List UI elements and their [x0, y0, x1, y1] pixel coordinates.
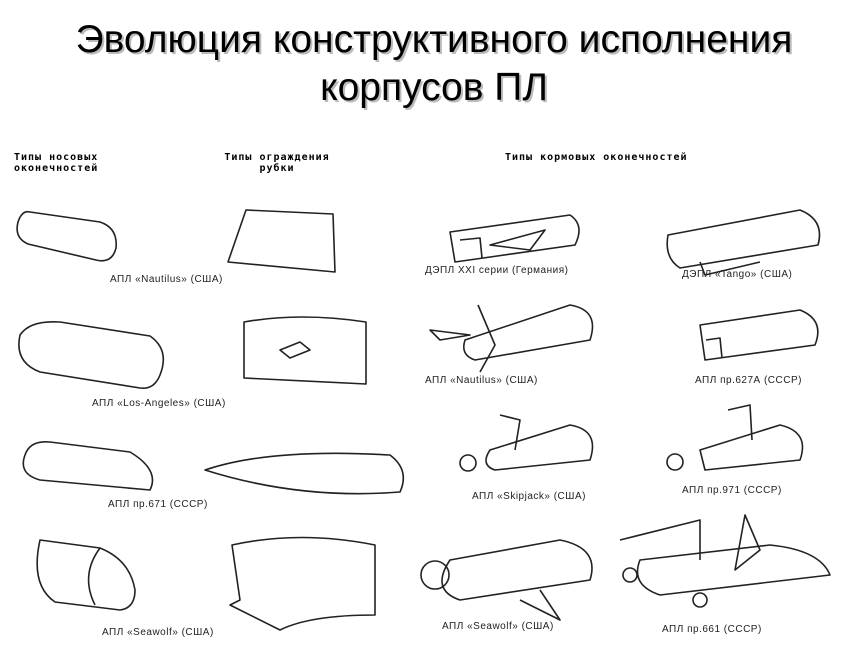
caption-661: АПЛ пр.661 (СССР) — [662, 624, 762, 635]
stern-661-drawing — [636, 544, 831, 596]
caption-nautilus-bow: АПЛ «Nautilus» (США) — [110, 274, 223, 285]
stern-tango-drawing — [666, 209, 821, 269]
stern-xxi-drawing — [449, 214, 580, 263]
header-stern-types: Типы кормовых оконечностей — [505, 152, 688, 163]
caption-los-angeles: АПЛ «Los-Angeles» (США) — [92, 398, 226, 409]
sail-seawolf-drawing — [229, 536, 376, 631]
bow-nautilus-drawing — [16, 210, 117, 262]
caption-skipjack: АПЛ «Skipjack» (США) — [472, 491, 586, 502]
caption-seawolf-stern: АПЛ «Seawolf» (США) — [442, 621, 554, 632]
stern-971-drawing — [699, 424, 804, 471]
stern-seawolf-drawing — [441, 539, 593, 601]
title-line-2: корпусов ПЛ — [320, 66, 548, 109]
caption-tango: ДЭПЛ «Tango» (США) — [682, 269, 793, 280]
caption-seawolf-bow: АПЛ «Seawolf» (США) — [102, 627, 214, 638]
caption-xxi: ДЭПЛ XXI серии (Германия) — [425, 265, 569, 276]
sail-671-drawing — [204, 452, 405, 495]
title-line-1: Эволюция конструктивного исполнения — [75, 18, 793, 61]
caption-671: АПЛ пр.671 (СССР) — [108, 499, 208, 510]
sail-nautilus-drawing — [227, 209, 336, 273]
bow-los-angeles-drawing — [18, 320, 165, 390]
sail-los-angeles-drawing — [243, 316, 367, 385]
stern-skipjack-drawing — [485, 424, 594, 471]
caption-627a: АПЛ пр.627А (СССР) — [695, 375, 802, 386]
stern-627a-drawing — [699, 309, 819, 361]
bow-671-drawing — [22, 440, 154, 491]
stern-nautilus-drawing — [462, 304, 594, 361]
caption-971: АПЛ пр.971 (СССР) — [682, 485, 782, 496]
header-bow-types: Типы носовых оконечностей — [14, 152, 99, 174]
bow-seawolf-drawing — [36, 539, 136, 611]
caption-nautilus-stern: АПЛ «Nautilus» (США) — [425, 375, 538, 386]
header-sail-types: Типы ограждения рубки — [224, 152, 330, 174]
